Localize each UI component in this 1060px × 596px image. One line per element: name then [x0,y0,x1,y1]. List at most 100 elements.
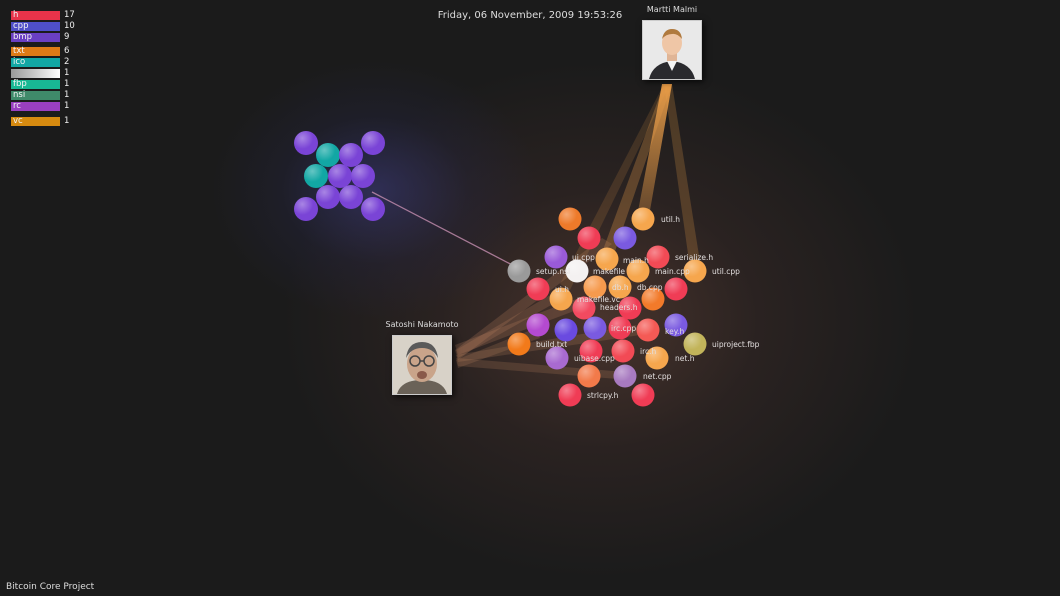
legend-count: 17 [64,10,75,20]
legend-row-none: 1 [11,68,81,79]
node-highlight [526,277,550,301]
node-highlight [294,131,318,155]
file-label: util.h [661,215,680,224]
legend-count: 1 [64,79,70,89]
file-type-legend: h 17 cpp 10 bmp 9 txt 6 ico 2 1 fbp 1 ns… [11,10,81,127]
file-label: irc.h [640,347,657,356]
node-highlight [583,275,607,299]
commit-beam [664,84,700,268]
file-label: makefile [593,267,625,276]
legend-row-txt: txt 6 [11,46,81,57]
legend-row-cpp: cpp 10 [11,21,81,32]
file-label: build.txt [536,340,567,349]
node-highlight [618,296,642,320]
node-highlight [664,313,688,337]
node-highlight [608,275,632,299]
legend-row-bmp: bmp 9 [11,32,81,43]
legend-row-fbp: fbp 1 [11,79,81,90]
legend-count: 1 [64,68,70,78]
node-highlight [316,185,340,209]
file-label: irc.cpp [611,324,636,333]
file-label: net.h [675,354,695,363]
node-highlight [316,143,340,167]
legend-bar: cpp [11,22,60,31]
user-martti-malmi[interactable]: Martti Malmi [632,5,712,80]
node-highlight [645,346,669,370]
node-highlight [631,207,655,231]
legend-bar [11,69,60,78]
node-highlight [595,247,619,271]
legend-bar: bmp [11,33,60,42]
file-label: ui.cpp [572,253,595,262]
node-highlight [526,313,550,337]
file-label: net.cpp [643,372,672,381]
node-highlight [545,346,569,370]
legend-bar: h [11,11,60,20]
user-satoshi-nakamoto[interactable]: Satoshi Nakamoto [382,320,462,395]
file-label: key.h [665,327,684,336]
node-highlight [646,245,670,269]
legend-row-vc: vc 1 [11,116,81,127]
legend-count: 6 [64,46,70,56]
legend-count: 2 [64,57,70,67]
legend-row-ico: ico 2 [11,57,81,68]
node-highlight [611,339,635,363]
legend-bar: rc [11,102,60,111]
node-highlight [549,287,573,311]
node-highlight [577,226,601,250]
node-highlight [608,316,632,340]
commit-beam [456,294,560,358]
node-highlight [664,277,688,301]
node-highlight [507,332,531,356]
node-highlight [304,164,328,188]
file-label: makefile.vc [577,295,620,304]
legend-bar: txt [11,47,60,56]
legend-count: 1 [64,116,70,126]
timestamp: Friday, 06 November, 2009 19:53:26 [437,10,623,21]
file-label: uiproject.fbp [712,340,760,349]
node-highlight [558,383,582,407]
node-highlight [351,164,375,188]
file-label: uibase.cpp [574,354,615,363]
node-highlight [583,316,607,340]
node-highlight [613,364,637,388]
user-name: Satoshi Nakamoto [385,320,459,329]
node-highlight [613,226,637,250]
file-label: ui.h [555,285,569,294]
commit-beam [636,84,672,222]
legend-bar: ico [11,58,60,67]
node-highlight [641,287,665,311]
node-highlight [339,185,363,209]
node-highlight [565,259,589,283]
legend-count: 1 [64,90,70,100]
node-highlight [554,318,578,342]
file-label: headers.h [600,303,638,312]
node-highlight [626,259,650,283]
commit-beam [600,84,672,260]
file-label: main.cpp [655,267,690,276]
node-highlight [507,259,531,283]
legend-row-rc: rc 1 [11,101,81,112]
node-highlight [339,143,363,167]
legend-row-h: h 17 [11,10,81,21]
legend-bar: nsi [11,91,60,100]
node-highlight [328,164,352,188]
node-highlight [631,383,655,407]
node-highlight [544,245,568,269]
legend-bar: fbp [11,80,60,89]
legend-count: 1 [64,101,70,111]
file-label: main.h [623,256,649,265]
file-label: setup.nsi [536,267,570,276]
node-highlight [558,207,582,231]
file-label: util.cpp [712,267,740,276]
directory-edge [371,191,519,269]
legend-count: 9 [64,32,70,42]
node-highlight [294,197,318,221]
commit-beam [455,296,590,355]
legend-row-nsi: nsi 1 [11,90,81,101]
file-label: serialize.h [675,253,713,262]
legend-bar: vc [11,117,60,126]
file-labels: util.h serialize.h ui.cpp main.h setup.n… [536,215,760,400]
person-portrait-icon [392,335,452,395]
